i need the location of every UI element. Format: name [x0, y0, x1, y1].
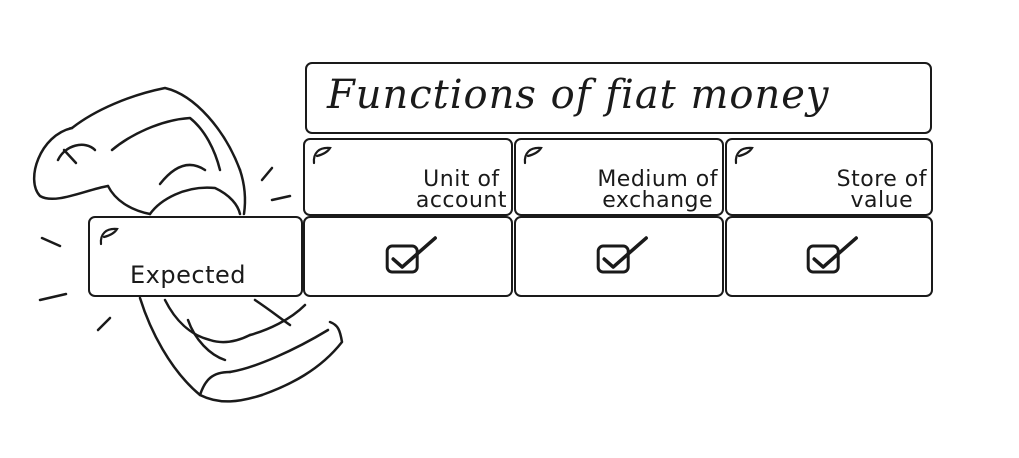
column-header-line2: exchange [602, 188, 714, 213]
title-box: Functions of fiat money [305, 62, 932, 134]
checkbox-checked-icon [596, 235, 648, 274]
column-header-line2: value [850, 188, 914, 213]
column-header-line1: Medium of [597, 167, 718, 192]
column-header-label: Unit of account [415, 167, 507, 213]
column-header-medium-of-exchange: Medium of exchange [514, 138, 724, 216]
column-header-store-of-value: Store of value [725, 138, 933, 216]
column-header-label: Medium of exchange [597, 167, 718, 213]
corner-tab-icon [734, 146, 754, 165]
check-cell-store-of-value [725, 216, 933, 297]
diagram-title: Functions of fiat money [327, 72, 830, 118]
corner-tab-icon [523, 146, 543, 165]
column-header-line1: Unit of [423, 167, 500, 192]
check-cell-medium-of-exchange [514, 216, 724, 297]
row-header-expected: Expected [88, 216, 303, 297]
checkbox-checked-icon [806, 235, 858, 274]
column-header-line2: account [415, 188, 507, 213]
corner-tab-icon [312, 146, 332, 165]
column-header-line1: Store of [836, 167, 927, 192]
column-header-unit-of-account: Unit of account [303, 138, 513, 216]
column-header-label: Store of value [836, 167, 927, 213]
checkbox-checked-icon [385, 235, 437, 274]
row-header-label: Expected [130, 261, 246, 289]
corner-tab-icon [99, 227, 119, 246]
check-cell-unit-of-account [303, 216, 513, 297]
